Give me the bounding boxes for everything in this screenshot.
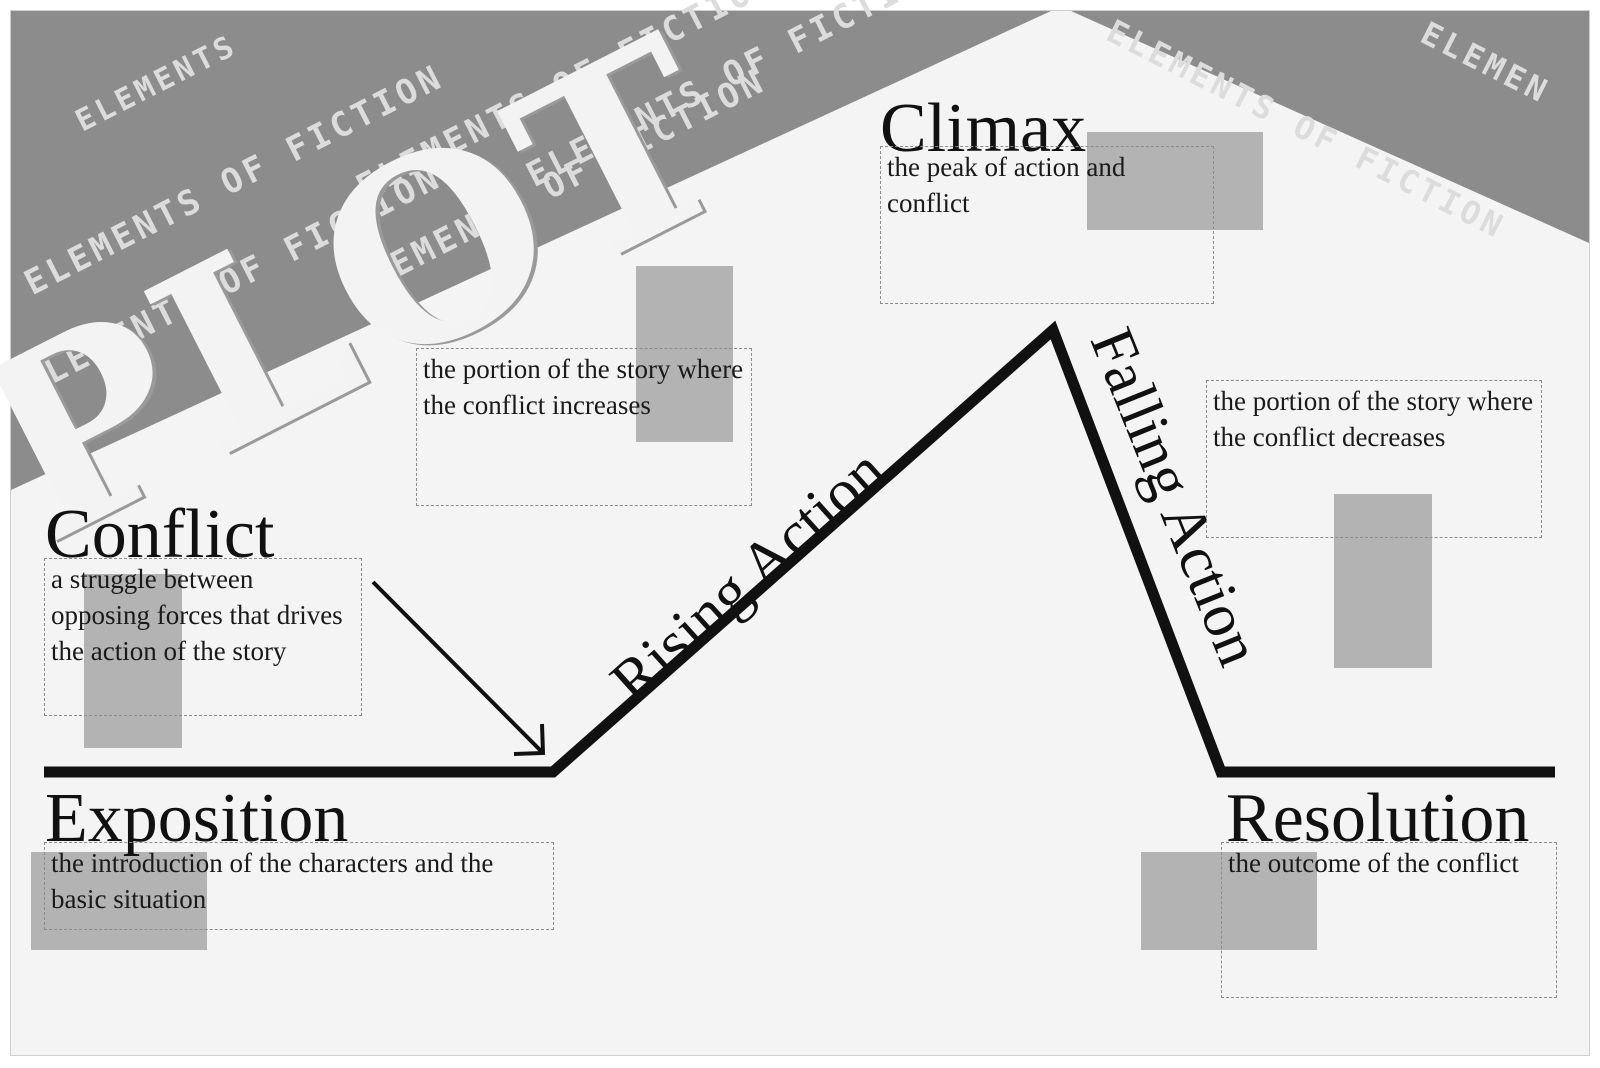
rising-action-description: the portion of the story where the confl… [416,348,752,506]
top-banner [11,11,1589,490]
conflict-arrowhead [513,723,546,756]
conflict-heading: Conflict [45,496,275,573]
climax-description: the peak of action and conflict [880,146,1214,304]
exposition-description: the introduction of the characters and t… [44,842,554,930]
falling-action-description: the portion of the story where the confl… [1206,380,1542,538]
placeholder-box [84,574,182,748]
plot-line [44,320,1555,778]
conflict-description: a struggle between opposing forces that … [44,558,362,716]
exposition-heading: Exposition [45,780,349,857]
placeholder-box [1334,494,1432,668]
placeholder-box [31,852,207,950]
placeholder-box [636,266,733,442]
placeholder-box [1087,132,1263,230]
resolution-description: the outcome of the conflict [1221,842,1557,998]
conflict-arrow [371,580,544,754]
climax-heading: Climax [880,90,1087,167]
resolution-heading: Resolution [1226,780,1530,857]
placeholder-box [1141,852,1317,950]
